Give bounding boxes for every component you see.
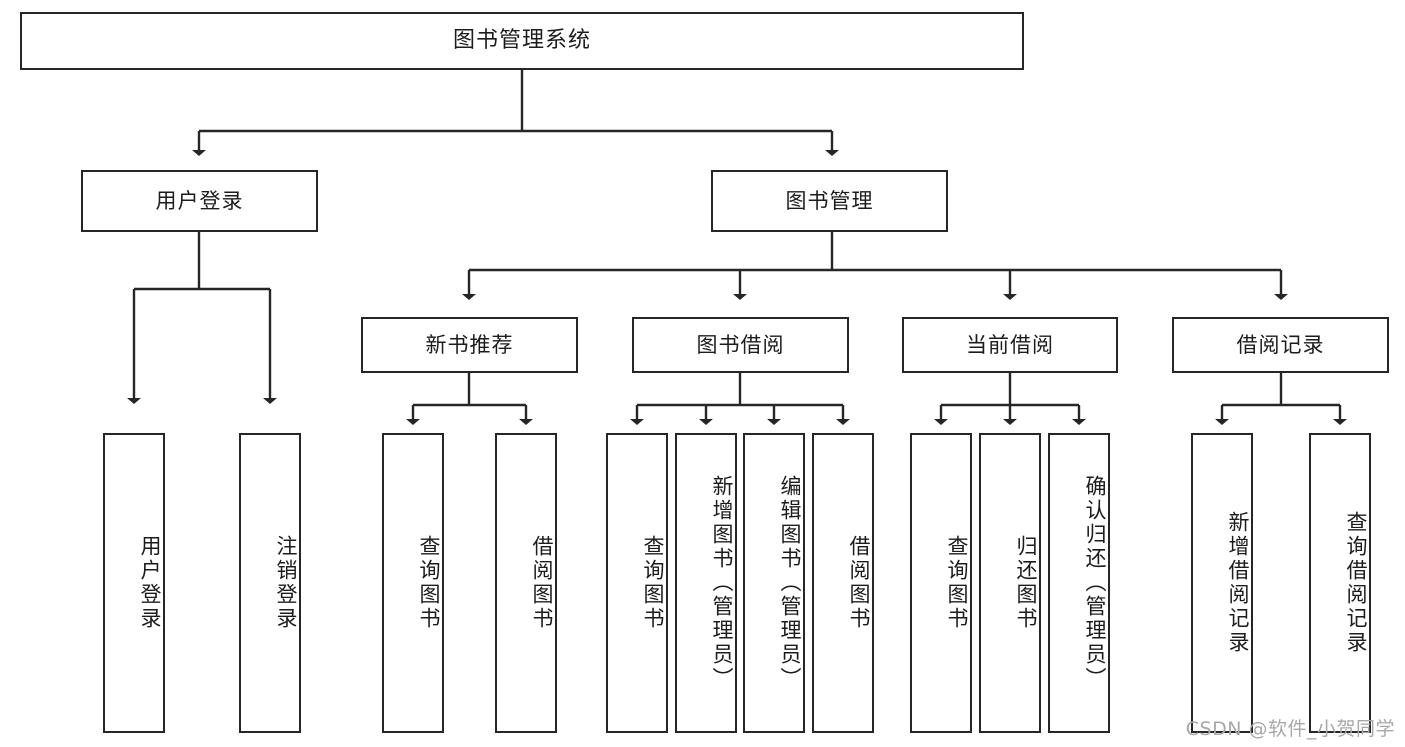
leaf-current-confirm-return-admin[interactable]: 确认归还（管理员） xyxy=(1048,433,1110,733)
leaf-current-query-book-label: 查询图书 xyxy=(945,535,969,631)
leaf-current-return-book-label: 归还图书 xyxy=(1014,535,1038,631)
leaf-current-confirm-return-admin-label: 确认归还（管理员） xyxy=(1083,475,1107,691)
leaf-borrow-edit-book-admin-label: 编辑图书（管理员） xyxy=(778,475,802,691)
leaf-record-query-record-label: 查询借阅记录 xyxy=(1344,511,1368,655)
leaf-newbook-borrow-book[interactable]: 借阅图书 xyxy=(495,433,557,733)
leaf-record-query-record[interactable]: 查询借阅记录 xyxy=(1309,433,1371,733)
node-new-book-recommend-label: 新书推荐 xyxy=(425,332,514,357)
node-user-login-label: 用户登录 xyxy=(155,188,244,213)
leaf-current-query-book[interactable]: 查询图书 xyxy=(910,433,972,733)
leaf-borrow-borrow-book-label: 借阅图书 xyxy=(847,535,871,631)
leaf-newbook-query-book[interactable]: 查询图书 xyxy=(382,433,444,733)
leaf-newbook-borrow-book-label: 借阅图书 xyxy=(530,535,554,631)
leaf-borrow-edit-book-admin[interactable]: 编辑图书（管理员） xyxy=(743,433,805,733)
leaf-logout-label: 注销登录 xyxy=(274,535,298,631)
node-root-system-label: 图书管理系统 xyxy=(452,28,591,54)
leaf-record-add-record-label: 新增借阅记录 xyxy=(1226,511,1250,655)
leaf-record-add-record[interactable]: 新增借阅记录 xyxy=(1191,433,1253,733)
node-book-manage-label: 图书管理 xyxy=(785,188,874,213)
node-new-book-recommend[interactable]: 新书推荐 xyxy=(361,317,578,373)
leaf-user-login[interactable]: 用户登录 xyxy=(103,433,165,733)
watermark-text: CSDN @软件_小贺同学 xyxy=(1185,718,1395,740)
leaf-borrow-query-book[interactable]: 查询图书 xyxy=(606,433,668,733)
node-book-borrow-label: 图书借阅 xyxy=(696,332,785,357)
leaf-borrow-borrow-book[interactable]: 借阅图书 xyxy=(812,433,874,733)
node-current-borrow[interactable]: 当前借阅 xyxy=(902,317,1118,373)
leaf-current-return-book[interactable]: 归还图书 xyxy=(979,433,1041,733)
leaf-newbook-query-book-label: 查询图书 xyxy=(417,535,441,631)
node-current-borrow-label: 当前借阅 xyxy=(966,332,1054,357)
node-book-manage[interactable]: 图书管理 xyxy=(711,170,948,232)
node-book-borrow[interactable]: 图书借阅 xyxy=(632,317,849,373)
leaf-borrow-query-book-label: 查询图书 xyxy=(641,535,665,631)
node-borrow-record[interactable]: 借阅记录 xyxy=(1172,317,1389,373)
node-user-login[interactable]: 用户登录 xyxy=(81,170,318,232)
node-root-system[interactable]: 图书管理系统 xyxy=(20,12,1024,70)
leaf-logout[interactable]: 注销登录 xyxy=(239,433,301,733)
leaf-borrow-add-book-admin-label: 新增图书（管理员） xyxy=(710,475,734,691)
leaf-user-login-label: 用户登录 xyxy=(138,535,162,631)
node-borrow-record-label: 借阅记录 xyxy=(1236,332,1325,357)
leaf-borrow-add-book-admin[interactable]: 新增图书（管理员） xyxy=(675,433,737,733)
